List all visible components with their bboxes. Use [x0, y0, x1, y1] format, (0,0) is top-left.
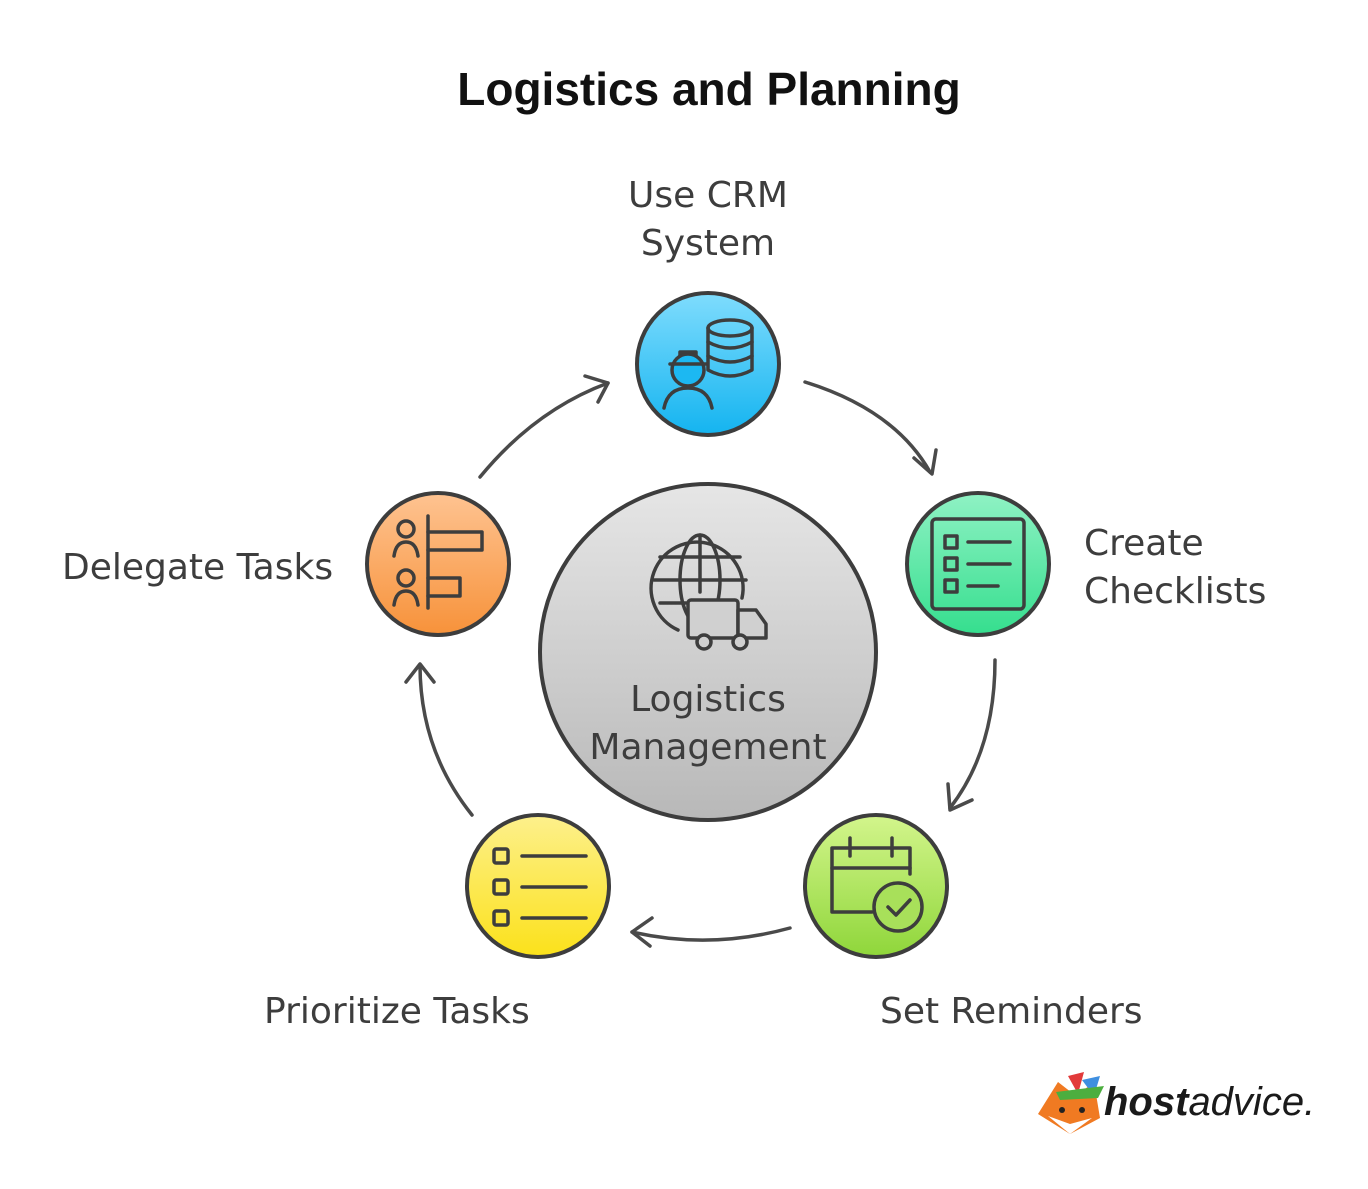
- hostadvice-fox-logo: [1038, 1072, 1104, 1134]
- cycle-arrows: [404, 374, 997, 948]
- arrow-prioritize-to-delegate: [418, 663, 474, 817]
- label-checklists: Create Checklists: [1084, 520, 1266, 616]
- arrow-checklists-to-reminders: [948, 658, 997, 810]
- calendar-check-icon: [830, 836, 924, 933]
- arrowhead-2: [946, 782, 974, 812]
- label-checklists-line2: Checklists: [1084, 571, 1267, 612]
- node-reminders: [803, 813, 949, 959]
- label-delegate: Delegate Tasks: [62, 547, 334, 588]
- node-delegate: [365, 491, 511, 637]
- label-center: Logistics Management: [540, 676, 876, 772]
- worker-database-icon: [662, 318, 754, 410]
- list-icon: [492, 847, 588, 927]
- label-crm-line1: Use CRM: [628, 175, 788, 216]
- label-center-line1: Logistics: [630, 679, 786, 720]
- arrowhead-1: [912, 448, 938, 476]
- label-crm: Use CRM System: [608, 172, 808, 268]
- arrow-delegate-to-crm: [478, 381, 610, 479]
- arrowhead-5: [583, 374, 610, 404]
- diagram-title: Logistics and Planning: [457, 63, 961, 115]
- label-prioritize: Prioritize Tasks: [264, 991, 530, 1032]
- arrowhead-4: [404, 662, 436, 684]
- hostadvice-wordmark: hostadvice.: [1104, 1080, 1315, 1125]
- brand-advice: advice.: [1188, 1080, 1316, 1124]
- arrow-reminders-to-prioritize: [630, 926, 792, 942]
- node-checklists: [905, 491, 1051, 637]
- label-crm-line2: System: [640, 223, 776, 264]
- node-crm: [635, 291, 781, 437]
- arrow-crm-to-checklists: [803, 380, 932, 474]
- label-center-line2: Management: [589, 727, 827, 768]
- label-checklists-line1: Create: [1084, 523, 1204, 564]
- globe-truck-icon: [649, 533, 768, 651]
- brand-host: host: [1104, 1080, 1189, 1124]
- arrowhead-3: [630, 916, 654, 948]
- node-prioritize: [465, 813, 611, 959]
- center-node: [538, 482, 878, 822]
- label-reminders: Set Reminders: [880, 991, 1143, 1032]
- checklist-icon: [930, 517, 1026, 611]
- people-bars-icon: [392, 514, 484, 610]
